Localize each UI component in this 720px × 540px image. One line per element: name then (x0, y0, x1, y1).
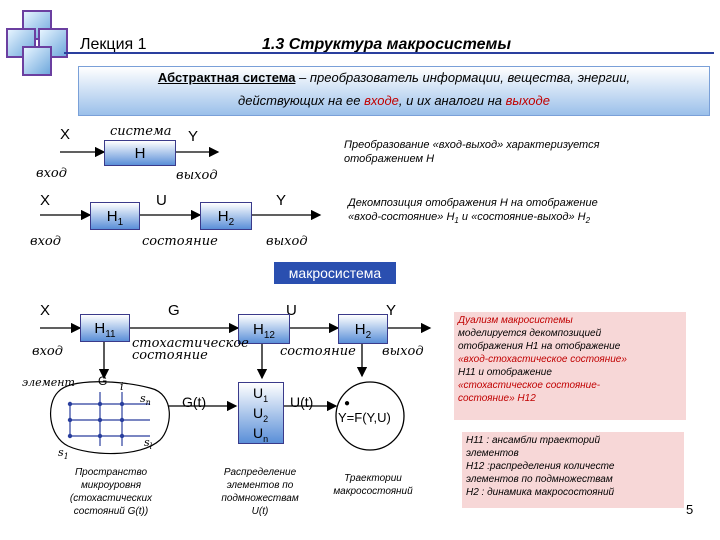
middle-un: Un (253, 425, 269, 444)
decor-square-3 (38, 28, 68, 58)
row3-h11-box: H11 (80, 314, 130, 342)
row2-vhod-label: вход (30, 234, 61, 249)
row3-stoch-label-2: состояние (132, 348, 208, 363)
macro-dot: ● (344, 398, 351, 409)
middle-ut-label: U(t) (290, 394, 314, 410)
middle-u2: U2 (253, 405, 269, 424)
definition-banner: Абстрактная система – преобразователь ин… (78, 66, 710, 116)
lecture-title: Лекция 1 (80, 36, 147, 53)
row1-x: X (60, 126, 71, 143)
micro-i-label: i (120, 380, 124, 393)
row3-vhod-label: вход (32, 344, 63, 359)
row1-vyhod-label: выход (176, 168, 218, 183)
row2-h2-label: H2 (217, 208, 235, 228)
micro-sl-label: sl (144, 436, 153, 452)
row1-vhod-label: вход (36, 166, 67, 181)
section-title: 1.3 Структура макросистемы (262, 36, 512, 53)
legend-panel: H11 : ансамбли траекторий элементов H12 … (462, 432, 684, 508)
row3-y: Y (386, 302, 397, 319)
micro-sn-label: sn (140, 392, 151, 408)
macro-equation: Y=F(Y,U) (338, 410, 391, 425)
micro-s1-label: s1 (58, 446, 69, 462)
row2-note: Декомпозиция отображения H на отображени… (348, 197, 598, 226)
row3-h2-box: H2 (338, 314, 388, 344)
row3-stoch-label-1: стохастическое (132, 336, 249, 351)
row3-vyhod-label: выход (382, 344, 424, 359)
row3-h11-label: H11 (94, 320, 116, 340)
row2-vyhod-label: выход (266, 234, 308, 249)
duality-panel: Дуализм макросистемы моделируется декомп… (454, 312, 686, 420)
row3-sostoyanie-label: состояние (280, 344, 356, 359)
middle-gt-label: G(t) (182, 394, 207, 410)
row1-sistema-label: система (110, 124, 172, 139)
middle-u-box: U1 U2 Un (238, 382, 284, 444)
page-number: 5 (686, 502, 694, 517)
definition-line-2: действующих на ее входе, и их аналоги на… (238, 93, 550, 108)
row3-g: G (168, 302, 180, 319)
row2-x: X (40, 192, 51, 209)
micro-g-label: G (98, 374, 108, 388)
middle-u1: U1 (253, 385, 269, 404)
definition-line-1: Абстрактная система – преобразователь ин… (157, 70, 631, 85)
row3-h2-label: H2 (354, 321, 372, 341)
title-underline (64, 52, 714, 54)
row1-note: Преобразование «вход-выход» характеризуе… (344, 139, 600, 165)
row3-x: X (40, 302, 51, 319)
row2-h1-box: H1 (90, 202, 140, 230)
row3-h12-label: H12 (253, 321, 275, 341)
row1-y: Y (188, 128, 199, 145)
row2-u: U (156, 192, 167, 209)
row1-h-label: H (134, 145, 146, 162)
row2-h1-label: H1 (106, 208, 124, 228)
decor-square-4 (22, 46, 52, 76)
row2-y: Y (276, 192, 287, 209)
row2-h2-box: H2 (200, 202, 252, 230)
row1-h-box: H (104, 140, 176, 166)
row3-u: U (286, 302, 297, 319)
decor-square-2 (6, 28, 36, 58)
macrosystem-label: макросистема (274, 262, 396, 284)
row3-h12-box: H12 (238, 314, 290, 344)
row2-sostoyanie-label: состояние (142, 234, 218, 249)
micro-element-label: элемент (22, 376, 75, 389)
